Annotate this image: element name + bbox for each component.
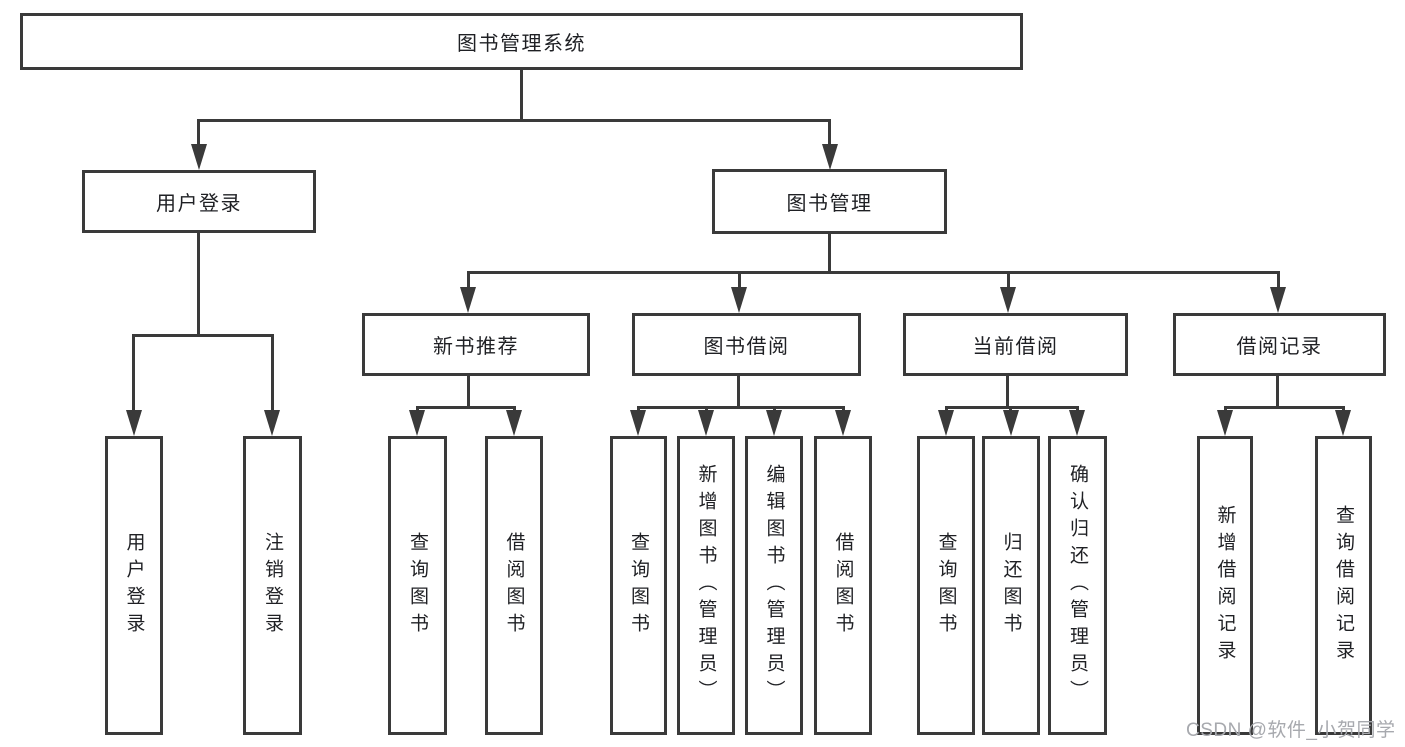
connector-line <box>132 334 135 412</box>
connector-line <box>467 271 1279 274</box>
connector-line <box>271 334 274 412</box>
connector-line <box>416 406 516 409</box>
node-leaf-return-book: 归还图书 <box>982 436 1040 735</box>
connector-line <box>197 119 200 147</box>
connector-line <box>828 119 831 147</box>
arrowhead-down-icon <box>731 287 747 313</box>
connector-line <box>1276 376 1279 407</box>
connector-line <box>1224 406 1344 409</box>
arrowhead-down-icon <box>191 144 207 170</box>
node-label: 图书管理系统 <box>457 33 586 55</box>
arrowhead-down-icon <box>835 410 851 436</box>
node-label: 借阅记录 <box>1236 336 1323 358</box>
arrowhead-down-icon <box>698 410 714 436</box>
connector-line <box>1006 376 1009 407</box>
connector-line <box>467 376 470 407</box>
node-label: 查询图书 <box>935 531 957 640</box>
arrowhead-down-icon <box>766 410 782 436</box>
node-user-login: 用户登录 <box>82 170 316 233</box>
arrowhead-down-icon <box>822 144 838 170</box>
arrowhead-down-icon <box>1335 410 1351 436</box>
arrowhead-down-icon <box>409 410 425 436</box>
node-leaf-logout: 注销登录 <box>243 436 302 735</box>
connector-line <box>1007 271 1010 289</box>
arrowhead-down-icon <box>1003 410 1019 436</box>
connector-line <box>520 70 523 121</box>
node-leaf-query-borrow-record: 查询借阅记录 <box>1315 436 1372 735</box>
connector-line <box>416 406 419 412</box>
node-book-management: 图书管理 <box>712 169 947 234</box>
node-leaf-add-borrow-record: 新增借阅记录 <box>1197 436 1253 735</box>
connector-line <box>637 406 844 409</box>
arrowhead-down-icon <box>1217 410 1233 436</box>
node-label: 图书管理 <box>786 193 873 215</box>
arrowhead-down-icon <box>630 410 646 436</box>
node-current-borrowing: 当前借阅 <box>903 313 1128 376</box>
connector-line <box>1277 271 1280 289</box>
connector-line <box>1076 406 1079 412</box>
node-label: 当前借阅 <box>972 336 1059 358</box>
node-label: 用户登录 <box>156 193 242 215</box>
node-label: 查询图书 <box>628 531 649 640</box>
arrowhead-down-icon <box>264 410 280 436</box>
connector-line <box>842 406 845 412</box>
watermark: CSDN @软件_小贺同学 <box>1186 720 1396 741</box>
connector-line <box>738 271 741 289</box>
node-book-borrowing: 图书借阅 <box>632 313 861 376</box>
node-leaf-query-books-2: 查询图书 <box>610 436 667 735</box>
connector-line <box>1009 406 1012 412</box>
connector-line <box>773 406 776 412</box>
connector-line <box>513 406 516 412</box>
connector-line <box>1224 406 1227 412</box>
node-label: 新增图书（管理员） <box>695 464 717 707</box>
connector-line <box>197 119 831 122</box>
node-leaf-borrow-books-2: 借阅图书 <box>814 436 872 735</box>
connector-line <box>705 406 708 412</box>
connector-line <box>132 334 273 337</box>
node-leaf-add-book-admin: 新增图书（管理员） <box>677 436 735 735</box>
arrowhead-down-icon <box>506 410 522 436</box>
node-label: 借阅图书 <box>503 531 525 640</box>
node-label: 注销登录 <box>262 531 283 640</box>
connector-line <box>467 271 470 289</box>
node-leaf-query-books-1: 查询图书 <box>388 436 447 735</box>
arrowhead-down-icon <box>1000 287 1016 313</box>
node-label: 图书借阅 <box>703 336 790 358</box>
arrowhead-down-icon <box>938 410 954 436</box>
node-label: 查询借阅记录 <box>1333 504 1354 667</box>
node-label: 确认归还（管理员） <box>1067 464 1088 707</box>
arrowhead-down-icon <box>1270 287 1286 313</box>
node-leaf-confirm-return-admin: 确认归还（管理员） <box>1048 436 1107 735</box>
node-label: 归还图书 <box>1000 531 1022 640</box>
node-leaf-query-books-3: 查询图书 <box>917 436 975 735</box>
connector-line <box>1342 406 1345 412</box>
node-label: 编辑图书（管理员） <box>763 464 785 707</box>
arrowhead-down-icon <box>126 410 142 436</box>
connector-line <box>637 406 640 412</box>
connector-line <box>737 376 740 407</box>
node-borrowing-records: 借阅记录 <box>1173 313 1386 376</box>
node-label: 新增借阅记录 <box>1214 504 1236 667</box>
arrowhead-down-icon <box>1069 410 1085 436</box>
node-label: 借阅图书 <box>832 531 854 640</box>
connector-line <box>828 234 831 273</box>
connector-line <box>945 406 948 412</box>
arrowhead-down-icon <box>460 287 476 313</box>
node-label: 查询图书 <box>407 531 428 640</box>
connector-line <box>197 233 200 336</box>
node-label: 用户登录 <box>123 531 145 640</box>
node-new-book-recommend: 新书推荐 <box>362 313 590 376</box>
node-leaf-borrow-books-1: 借阅图书 <box>485 436 543 735</box>
node-root-library-system: 图书管理系统 <box>20 13 1023 70</box>
node-leaf-edit-book-admin: 编辑图书（管理员） <box>745 436 803 735</box>
node-leaf-user-login: 用户登录 <box>105 436 163 735</box>
node-label: 新书推荐 <box>433 336 519 358</box>
